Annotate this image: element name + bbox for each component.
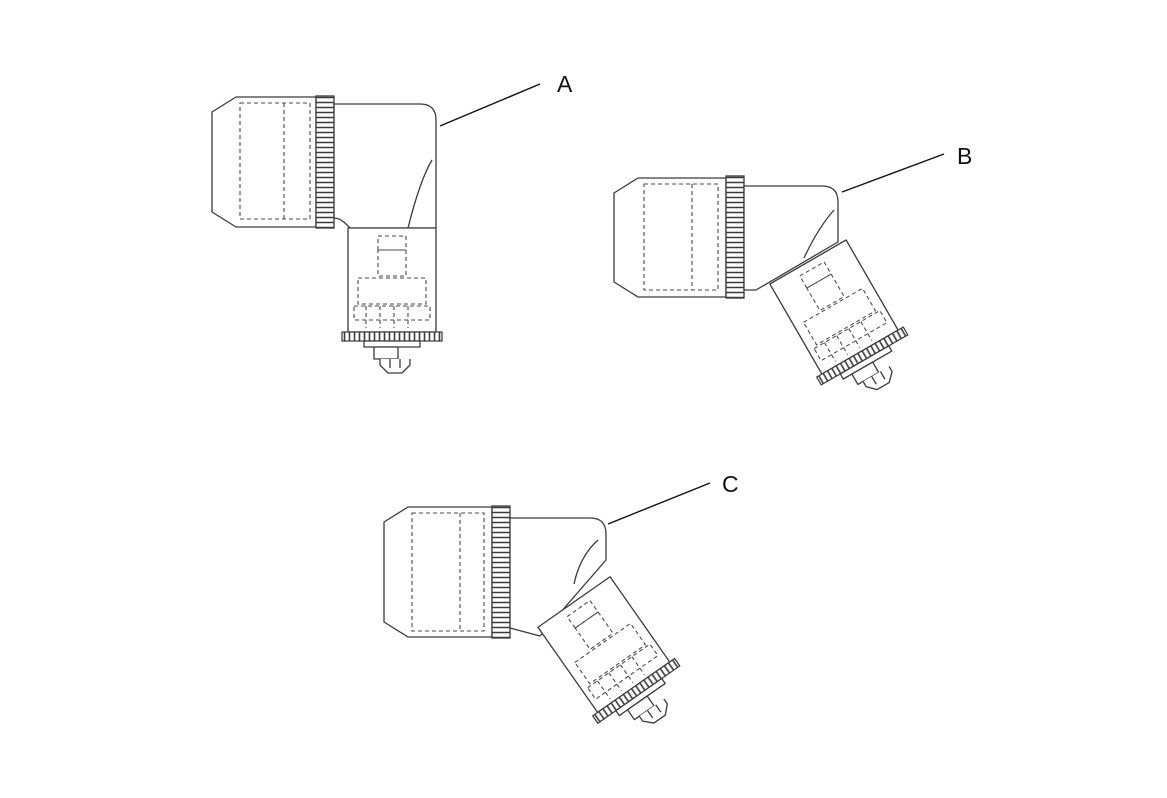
connector-b — [613, 175, 925, 414]
label-b: B — [957, 143, 972, 169]
leader-line-c — [607, 482, 711, 525]
label-c: C — [722, 471, 739, 497]
connector-c — [383, 505, 699, 751]
connector-a — [211, 95, 443, 374]
leader-line-b — [841, 153, 945, 193]
label-a: A — [557, 71, 573, 97]
leader-line-a — [439, 83, 541, 127]
